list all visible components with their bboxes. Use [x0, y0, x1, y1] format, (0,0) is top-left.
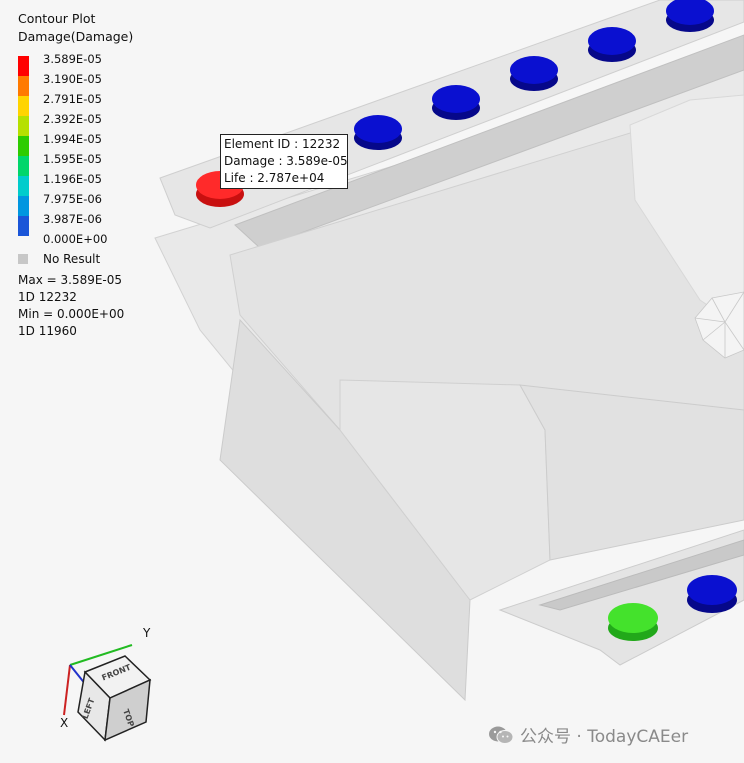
- contour-legend: Contour Plot Damage(Damage) 3.589E-05 3.…: [18, 10, 133, 340]
- legend-level: 3.190E-05: [43, 72, 102, 86]
- legend-level: 2.392E-05: [43, 112, 102, 126]
- max-element-id: 1D 12232: [18, 290, 77, 304]
- view-cube[interactable]: FRONT LEFT TOP: [77, 655, 152, 742]
- legend-swatch: [18, 56, 29, 76]
- flange-channel: [234, 34, 744, 249]
- weld-blue-3[interactable]: [510, 56, 558, 91]
- legend-swatch: [18, 216, 29, 236]
- axis-x-label: X: [60, 716, 69, 730]
- weld-blue-4[interactable]: [588, 27, 636, 62]
- weld-blue-2[interactable]: [432, 85, 480, 120]
- legend-level: 7.975E-06: [43, 192, 102, 206]
- legend-scale: 3.589E-05 3.190E-05 2.791E-05 2.392E-05 …: [18, 50, 133, 246]
- legend-swatch: [18, 76, 29, 96]
- min-value: Min = 0.000E+00: [18, 307, 125, 321]
- legend-level: 1.994E-05: [43, 132, 102, 146]
- watermark-text: 公众号 · TodayCAEer: [520, 727, 689, 747]
- probe-damage: Damage : 3.589e-05: [224, 154, 348, 168]
- legend-level: 2.791E-05: [43, 92, 102, 106]
- legend-level: 3.589E-05: [43, 52, 102, 66]
- probe-tooltip: Element ID : 12232 Damage : 3.589e-05 Li…: [220, 134, 348, 189]
- legend-swatch: [18, 96, 29, 116]
- mesh-patch: [694, 291, 744, 359]
- wechat-icon: [489, 726, 514, 744]
- max-value: Max = 3.589E-05: [18, 273, 123, 287]
- legend-swatch: [18, 116, 29, 136]
- watermark: 公众号 · TodayCAEer: [488, 722, 688, 747]
- weld-green[interactable]: [608, 603, 658, 641]
- legend-subtitle: Damage(Damage): [18, 29, 134, 44]
- legend-title: Contour Plot: [18, 11, 96, 26]
- legend-swatch: [18, 136, 29, 156]
- legend-swatch: [18, 156, 29, 176]
- orientation-triad[interactable]: FRONT LEFT TOP: [63, 644, 152, 742]
- axis-y-label: Y: [143, 626, 151, 640]
- no-result-swatch: [18, 254, 28, 264]
- legend-no-result: No Result: [18, 250, 133, 268]
- weld-blue-6[interactable]: [687, 575, 737, 613]
- legend-level: 3.987E-06: [43, 212, 102, 226]
- legend-level: 0.000E+00: [43, 232, 108, 246]
- min-element-id: 1D 11960: [18, 324, 77, 338]
- weld-blue-5[interactable]: [666, 0, 714, 32]
- legend-swatch: [18, 176, 29, 196]
- right-wall: [519, 384, 744, 561]
- probe-element-id: Element ID : 12232: [224, 137, 341, 151]
- right-panel: [629, 94, 744, 331]
- weld-blue-1[interactable]: [354, 115, 402, 150]
- side-wall-left: [219, 318, 471, 702]
- legend-level: 1.196E-05: [43, 172, 102, 186]
- legend-color-bar: [18, 56, 29, 236]
- legend-level: 1.595E-05: [43, 152, 102, 166]
- no-result-label: No Result: [43, 252, 101, 266]
- legend-swatch: [18, 196, 29, 216]
- bottom-channel: [538, 539, 744, 611]
- probe-life: Life : 2.787e+04: [224, 171, 325, 185]
- legend-stats: Max = 3.589E-05 1D 12232 Min = 0.000E+00…: [18, 272, 133, 340]
